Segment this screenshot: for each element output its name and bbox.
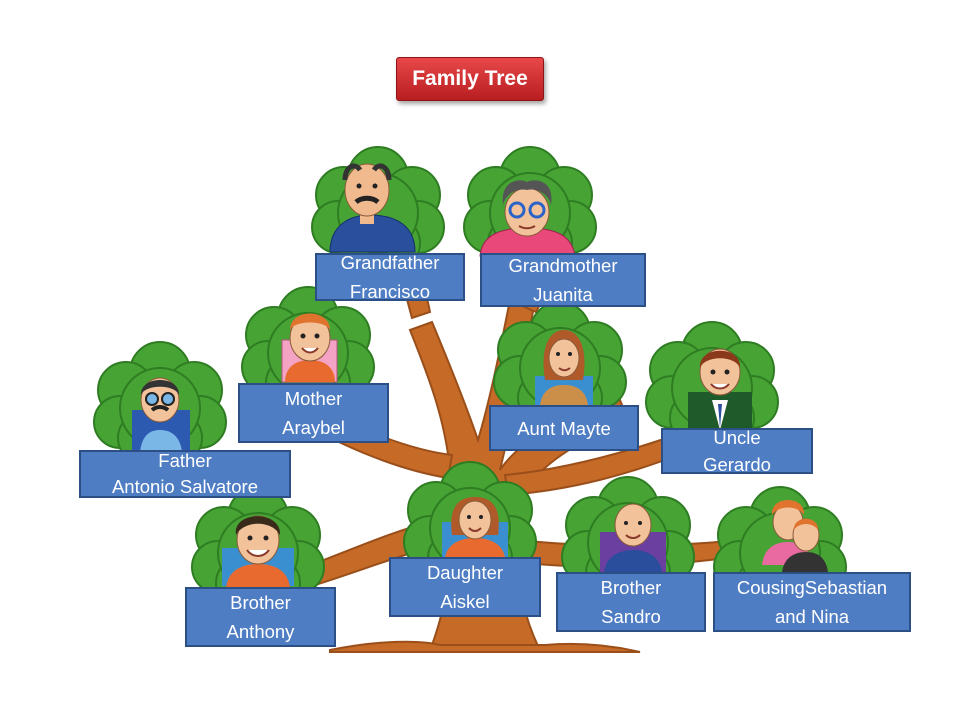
aunt-portrait	[535, 330, 593, 406]
label-grandfather-role: Grandfather	[340, 252, 440, 273]
brother-sandro-portrait	[600, 503, 666, 572]
daughter-portrait	[442, 497, 508, 558]
label-brother-sandro-role: Brother	[600, 577, 662, 598]
cousins-portrait	[762, 500, 828, 572]
label-brother-anthony-name: Anthony	[226, 621, 295, 642]
label-cousins: CousingSebastian and Nina	[713, 572, 911, 632]
label-cousins-name: and Nina	[774, 606, 850, 627]
label-grandmother-role: Grandmother	[508, 255, 618, 276]
label-uncle: Uncle Gerardo	[661, 427, 813, 475]
label-mother-name: Araybel	[282, 417, 345, 438]
label-grandfather: Grandfather Francisco	[315, 252, 465, 302]
label-daughter: Daughter Aiskel	[389, 557, 541, 617]
uncle-portrait	[688, 348, 752, 430]
label-aunt-role: Aunt Mayte	[517, 417, 611, 439]
label-father-role: Father	[158, 450, 212, 471]
label-brother-anthony-role: Brother	[230, 592, 291, 613]
label-uncle-name: Gerardo	[703, 454, 771, 475]
label-mother-role: Mother	[284, 388, 343, 409]
label-brother-sandro: Brother Sandro	[556, 572, 706, 632]
label-brother-anthony: Brother Anthony	[185, 587, 336, 647]
label-father: Father Antonio Salvatore	[79, 450, 291, 498]
brother-anthony-portrait	[222, 515, 294, 588]
label-grandfather-name: Francisco	[349, 281, 431, 302]
grandmother-portrait	[479, 180, 576, 257]
label-grandmother: Grandmother Juanita	[480, 253, 646, 307]
label-uncle-role: Uncle	[713, 427, 761, 448]
diagram-title: Family Tree	[396, 57, 544, 101]
father-portrait	[132, 377, 190, 452]
label-brother-sandro-name: Sandro	[601, 606, 661, 627]
label-aunt: Aunt Mayte	[489, 405, 639, 451]
label-daughter-name: Aiskel	[440, 591, 490, 612]
label-daughter-role: Daughter	[426, 562, 504, 583]
label-grandmother-name: Juanita	[533, 284, 593, 305]
label-cousins-role: CousingSebastian	[736, 577, 888, 598]
label-father-name: Antonio Salvatore	[111, 476, 259, 497]
mother-portrait	[281, 313, 338, 383]
label-mother: Mother Araybel	[238, 383, 389, 443]
grandfather-portrait	[329, 163, 416, 253]
